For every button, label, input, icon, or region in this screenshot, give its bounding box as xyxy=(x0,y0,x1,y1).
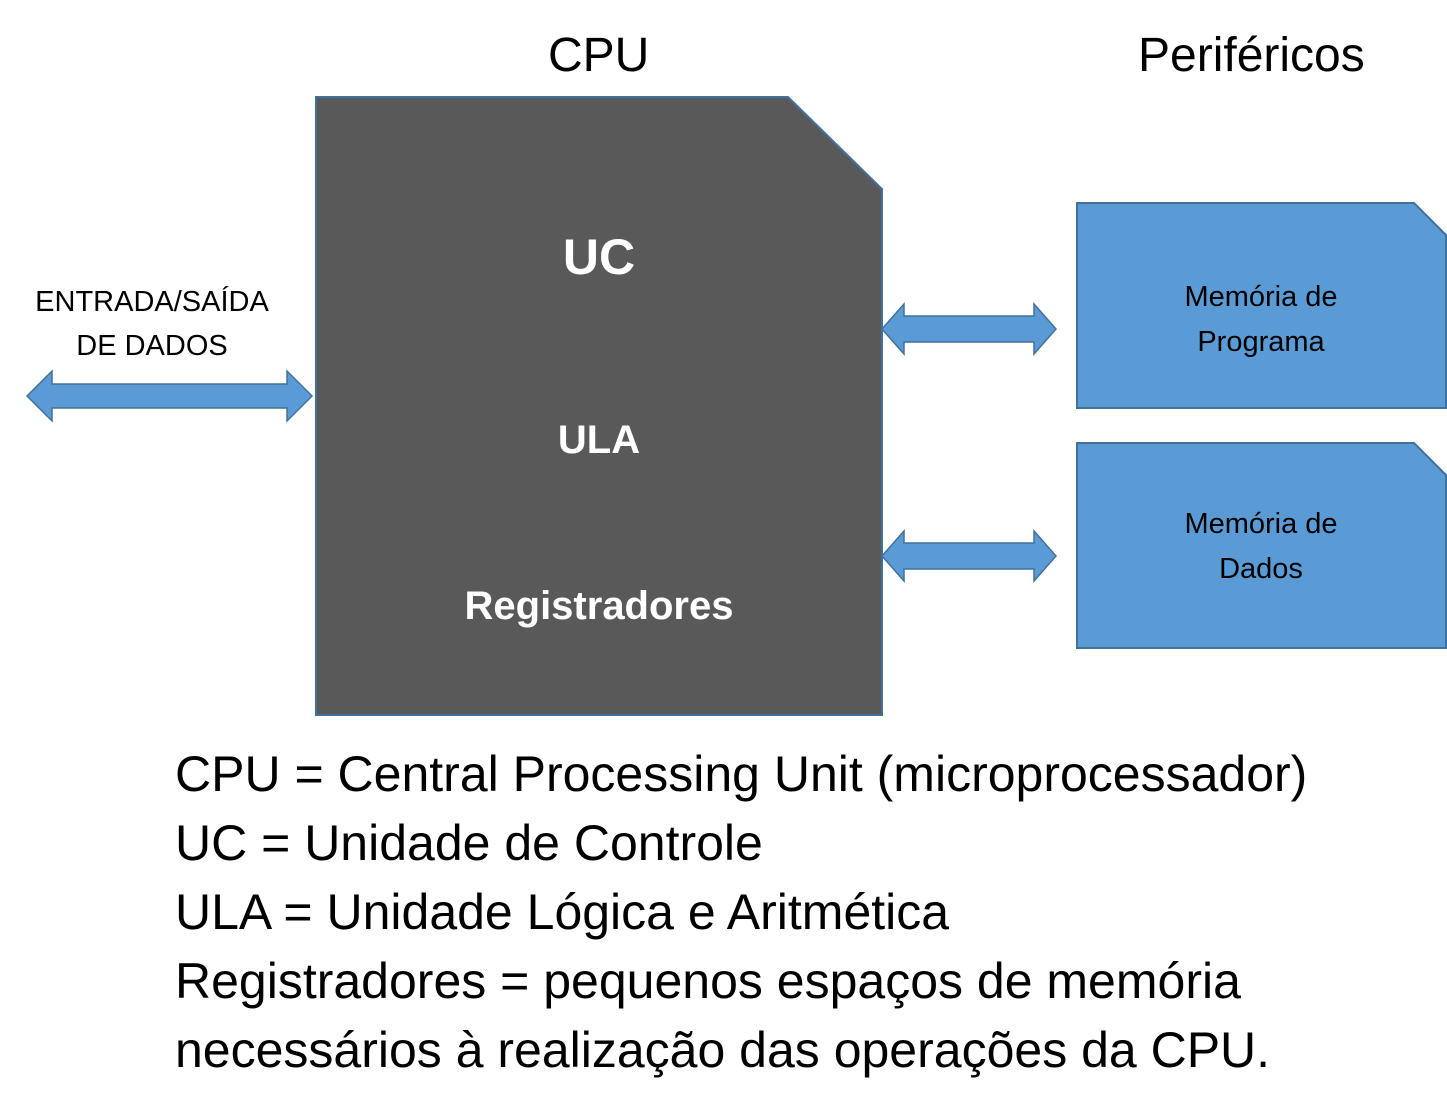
program-memory-double-arrow-icon xyxy=(881,302,1057,356)
cpu-block xyxy=(315,96,883,716)
data-memory-block xyxy=(1076,442,1447,649)
cpu-title: CPU xyxy=(548,29,650,82)
data-memory-label-line2: Dados xyxy=(1219,553,1303,585)
data-memory-label-line1: Memória de xyxy=(1184,508,1338,540)
io-label-line1: ENTRADA/SAÍDA xyxy=(35,286,269,318)
io-double-arrow-icon xyxy=(25,369,314,423)
program-memory-label: Memória de Programa xyxy=(1076,275,1446,365)
data-memory-label: Memória de Dados xyxy=(1076,502,1446,592)
program-memory-label-line2: Programa xyxy=(1197,326,1325,358)
legend-line-registers: Registradores = pequenos espaços de memó… xyxy=(175,953,1241,1009)
io-label-line2: DE DADOS xyxy=(76,330,228,362)
peripherals-title: Periféricos xyxy=(1138,29,1365,82)
legend-line-uc: UC = Unidade de Controle xyxy=(175,815,763,871)
legend-text: CPU = Central Processing Unit (microproc… xyxy=(175,740,1307,1085)
ula-label: ULA xyxy=(557,418,641,462)
uc-label: UC xyxy=(562,229,636,285)
registers-label: Registradores xyxy=(464,584,734,628)
program-memory-label-line1: Memória de xyxy=(1184,281,1338,313)
io-label: ENTRADA/SAÍDA DE DADOS xyxy=(22,280,282,368)
legend-line-cpu: CPU = Central Processing Unit (microproc… xyxy=(175,746,1308,802)
program-memory-block xyxy=(1076,202,1447,409)
legend-line-ula: ULA = Unidade Lógica e Aritmética xyxy=(175,884,950,940)
data-memory-double-arrow-icon xyxy=(881,529,1057,583)
legend-line-registers-cont: necessários à realização das operações d… xyxy=(175,1022,1271,1078)
